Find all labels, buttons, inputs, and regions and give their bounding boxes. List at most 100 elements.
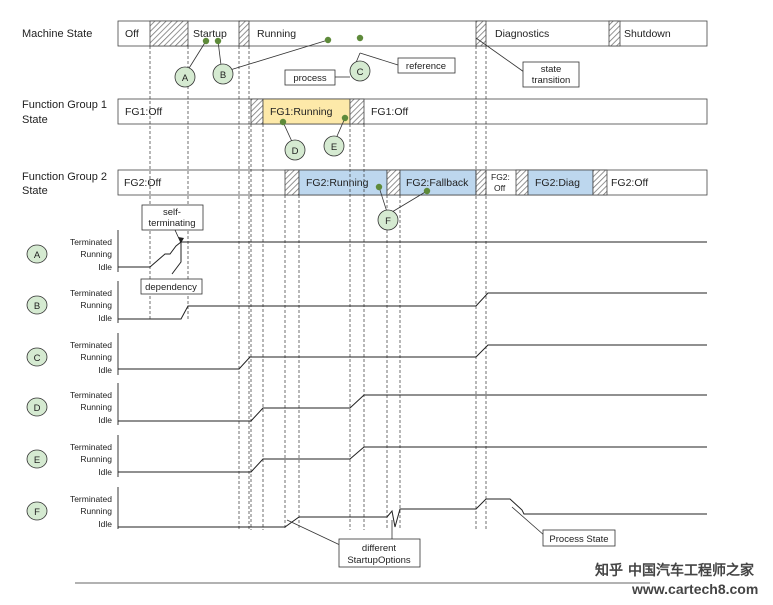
waveform-e bbox=[118, 446, 707, 473]
transition-hatch bbox=[250, 98, 264, 125]
fg1-state-label-line2: State bbox=[22, 114, 48, 126]
transition-hatch bbox=[238, 20, 250, 47]
level-label-idle: Idle bbox=[98, 262, 112, 272]
waveform-a-dependency-mark bbox=[171, 242, 182, 275]
level-label-terminated: Terminated bbox=[70, 390, 112, 400]
svg-text:C: C bbox=[357, 67, 364, 78]
level-label-running: Running bbox=[80, 249, 112, 259]
marker-d: D bbox=[284, 139, 306, 161]
level-label-idle: Idle bbox=[98, 467, 112, 477]
waveform-c bbox=[118, 344, 707, 370]
reference-dots bbox=[202, 34, 431, 195]
callout-state-transition: state transition bbox=[522, 61, 580, 88]
transition-hatch bbox=[149, 20, 189, 47]
waveform-f bbox=[118, 498, 707, 528]
transition-hatch bbox=[608, 20, 621, 47]
fg2-off-small-line2: Off bbox=[494, 183, 506, 193]
waveform-a bbox=[118, 241, 707, 268]
level-label-idle: Idle bbox=[98, 519, 112, 529]
level-label-terminated: Terminated bbox=[70, 340, 112, 350]
waveform-d bbox=[118, 394, 707, 422]
transition-hatch bbox=[475, 169, 487, 196]
marker-f: F bbox=[377, 209, 399, 231]
transition-hatch bbox=[284, 169, 300, 196]
fg2-off-2: FG2:Off bbox=[611, 177, 648, 189]
svg-text:dependency: dependency bbox=[145, 282, 197, 293]
process-marker-label: B bbox=[34, 301, 40, 312]
svg-text:process: process bbox=[293, 73, 327, 84]
marker-a: A bbox=[174, 66, 196, 88]
process-marker-c bbox=[26, 347, 48, 367]
process-marker-label: C bbox=[34, 353, 41, 364]
process-marker-b bbox=[26, 295, 48, 315]
fg2-state-bar: FG2:Off FG2:Running FG2:Fallback FG2: Of… bbox=[117, 169, 708, 196]
process-marker-label: F bbox=[34, 507, 40, 518]
svg-text:self-: self- bbox=[163, 207, 181, 218]
fg1-running: FG1:Running bbox=[270, 106, 333, 118]
fg2-off-small-line1: FG2: bbox=[491, 172, 510, 182]
process-marker-label: D bbox=[34, 403, 41, 414]
callout-process: process bbox=[284, 69, 336, 86]
level-label-running: Running bbox=[80, 300, 112, 310]
svg-text:terminating: terminating bbox=[149, 218, 196, 229]
callout-self-terminating: self- terminating bbox=[141, 204, 204, 244]
process-waveforms bbox=[118, 241, 707, 528]
level-label-idle: Idle bbox=[98, 313, 112, 323]
callout-reference: reference bbox=[397, 57, 456, 74]
process-marker-label: A bbox=[34, 250, 41, 261]
marker-e: E bbox=[323, 135, 345, 157]
fg2-state-label-line2: State bbox=[22, 185, 48, 197]
level-label-terminated: Terminated bbox=[70, 442, 112, 452]
machine-state-off: Off bbox=[125, 28, 139, 40]
svg-text:transition: transition bbox=[532, 75, 571, 86]
machine-state-diagnostics: Diagnostics bbox=[495, 28, 549, 40]
fg2-fallback-block bbox=[399, 169, 477, 196]
machine-state-shutdown: Shutdown bbox=[624, 28, 671, 40]
machine-state-label: Machine State bbox=[22, 28, 92, 40]
fg1-off-1: FG1:Off bbox=[125, 106, 162, 118]
level-label-terminated: Terminated bbox=[70, 237, 112, 247]
level-label-running: Running bbox=[80, 402, 112, 412]
process-marker-e bbox=[26, 449, 48, 469]
waveform-b bbox=[118, 292, 707, 320]
fg2-running: FG2:Running bbox=[306, 177, 369, 189]
machine-state-running: Running bbox=[257, 28, 296, 40]
svg-text:A: A bbox=[182, 73, 189, 84]
svg-text:E: E bbox=[331, 142, 337, 153]
process-marker-label: E bbox=[34, 455, 40, 466]
callout-process-state: Process State bbox=[511, 506, 616, 547]
level-label-running: Running bbox=[80, 506, 112, 516]
svg-text:reference: reference bbox=[406, 61, 446, 72]
fg1-off-2: FG1:Off bbox=[371, 106, 408, 118]
marker-b: B bbox=[212, 63, 234, 85]
svg-text:D: D bbox=[292, 146, 299, 157]
watermark: 知乎 中国汽车工程师之家 www.cartech8.com bbox=[595, 562, 758, 597]
callout-dependency: dependency bbox=[140, 278, 203, 295]
fg1-state-label-line1: Function Group 1 bbox=[22, 99, 107, 111]
transition-hatch bbox=[475, 20, 487, 47]
transition-hatch bbox=[386, 169, 401, 196]
svg-text:中国汽车工程师之家: 中国汽车工程师之家 bbox=[628, 562, 755, 578]
svg-text:F: F bbox=[385, 216, 391, 227]
transition-hatch bbox=[515, 169, 529, 196]
marker-c: C bbox=[349, 60, 371, 82]
timing-guides bbox=[149, 46, 487, 530]
fg2-state-label-line1: Function Group 2 bbox=[22, 171, 107, 183]
fg2-fallback: FG2:Fallback bbox=[406, 177, 469, 189]
level-label-terminated: Terminated bbox=[70, 494, 112, 504]
machine-state-startup: Startup bbox=[193, 28, 227, 40]
process-marker-d bbox=[26, 397, 48, 417]
svg-text:知乎: 知乎 bbox=[595, 562, 623, 578]
level-label-running: Running bbox=[80, 454, 112, 464]
svg-text:state: state bbox=[541, 64, 562, 75]
fg2-diag: FG2:Diag bbox=[535, 177, 580, 189]
process-rows: ATerminatedRunningIdleBTerminatedRunning… bbox=[26, 230, 119, 529]
process-marker-a bbox=[26, 244, 48, 264]
